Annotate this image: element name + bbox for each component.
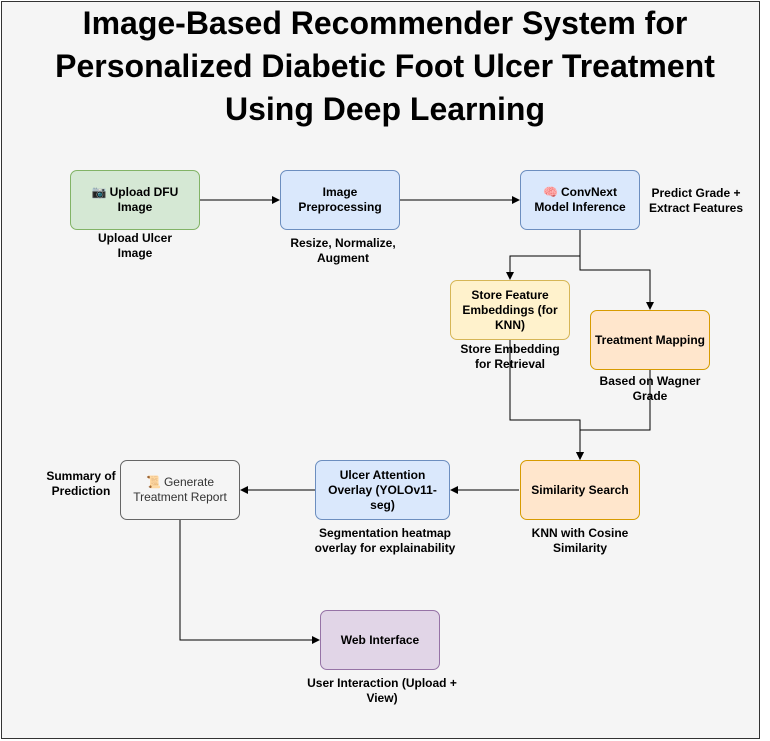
node-treatment-mapping[interactable]: Treatment Mapping	[590, 310, 710, 370]
arrow-report-to-web	[179, 520, 320, 644]
annotation-preprocess: Resize, Normalize, Augment	[290, 236, 396, 265]
arrow-convnext-to-treatment	[579, 230, 654, 310]
annotation-convnext: Predict Grade + Extract Features	[648, 186, 744, 215]
title-line-3: Using Deep Learning	[224, 91, 546, 127]
node-similarity-search[interactable]: Similarity Search	[520, 460, 640, 520]
node-generate-treatment-report[interactable]: 📜Generate Treatment Report	[120, 460, 240, 520]
annotation-store: Store Embedding for Retrieval	[460, 342, 560, 371]
node-convnext-label: ConvNext Model Inference	[534, 185, 626, 214]
arrow-treatment-to-similarity	[576, 370, 651, 460]
node-report-label: Generate Treatment Report	[133, 475, 227, 504]
node-web-interface[interactable]: Web Interface	[320, 610, 440, 670]
camera-icon: 📷	[91, 185, 107, 199]
annotation-treatment: Based on Wagner Grade	[599, 374, 701, 403]
annotation-web: User Interaction (Upload + View)	[307, 676, 457, 705]
annotation-similarity: KNN with Cosine Similarity	[531, 526, 629, 555]
annotation-overlay: Segmentation heatmap overlay for explain…	[314, 526, 456, 555]
diagram-title: Image-Based Recommender System for Perso…	[0, 2, 770, 131]
node-store-label: Store Feature Embeddings (for KNN)	[462, 287, 558, 332]
node-web-label: Web Interface	[340, 632, 420, 647]
annotation-report: Summary of Prediction	[46, 469, 116, 498]
node-overlay-label: Ulcer Attention Overlay (YOLOv11-seg)	[328, 467, 437, 512]
node-treatment-label: Treatment Mapping	[595, 332, 706, 347]
node-upload-label: Upload DFU Image	[109, 185, 179, 214]
node-ulcer-attention-overlay[interactable]: Ulcer Attention Overlay (YOLOv11-seg)	[315, 460, 450, 520]
node-preprocess-label: Image Preprocessing	[298, 185, 382, 214]
title-line-1: Image-Based Recommender System for	[82, 5, 688, 41]
scroll-icon: 📜	[146, 475, 161, 489]
node-similarity-label: Similarity Search	[531, 482, 629, 497]
title-line-2: Personalized Diabetic Foot Ulcer Treatme…	[55, 48, 715, 84]
node-image-preprocessing[interactable]: Image Preprocessing	[280, 170, 400, 230]
node-store-feature-embeddings[interactable]: Store Feature Embeddings (for KNN)	[450, 280, 570, 340]
brain-icon: 🧠	[543, 185, 558, 199]
annotation-upload: Upload Ulcer Image	[97, 231, 172, 260]
arrow-convnext-to-store	[506, 230, 581, 280]
node-upload-dfu-image[interactable]: 📷Upload DFU Image	[70, 170, 200, 230]
node-convnext-inference[interactable]: 🧠ConvNext Model Inference	[520, 170, 640, 230]
